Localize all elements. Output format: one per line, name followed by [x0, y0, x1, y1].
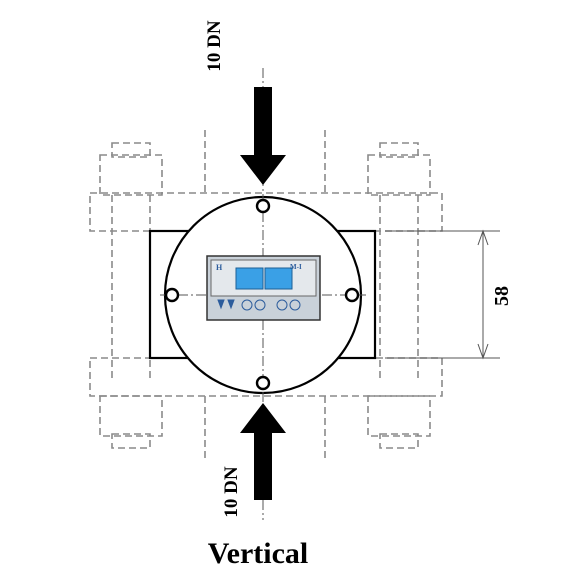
button-icon-2	[254, 299, 266, 311]
right-top-nut-cap	[379, 142, 419, 158]
arrow-down-icon	[217, 299, 225, 310]
arrow-down-icon-2	[227, 299, 235, 310]
dim-arrow-top	[477, 229, 489, 246]
dimension-58	[385, 229, 500, 360]
left-top-nut-cap	[111, 142, 151, 158]
display-panel: H M-I	[206, 255, 321, 321]
dimension-label: 58	[491, 286, 513, 306]
display-screen-right	[264, 267, 293, 290]
flow-arrows	[240, 87, 286, 500]
flow-arrow-down	[240, 87, 286, 185]
flow-arrow-up	[240, 403, 286, 500]
head-screws	[164, 198, 360, 391]
screw-right	[344, 287, 360, 303]
screw-bottom	[255, 375, 271, 391]
screw-left	[164, 287, 180, 303]
left-top-nut	[99, 154, 163, 196]
button-icon-1	[241, 299, 253, 311]
display-mark-right: M-I	[290, 263, 302, 271]
left-bottom-nut	[99, 395, 163, 437]
display-icon-row	[217, 299, 301, 311]
display-mark-left: H	[216, 263, 223, 272]
right-bottom-nut	[367, 395, 431, 437]
left-bottom-nut-cap	[111, 433, 151, 449]
screw-top	[255, 198, 271, 214]
right-bottom-nut-cap	[379, 433, 419, 449]
flow-label-top: 10 DN	[204, 20, 225, 71]
display-screen-left	[235, 267, 264, 290]
button-icon-3	[276, 299, 288, 311]
button-icon-4	[289, 299, 301, 311]
flow-label-bottom: 10 DN	[221, 466, 242, 517]
right-top-nut	[367, 154, 431, 196]
dim-arrow-bottom	[477, 343, 489, 360]
orientation-label: Vertical	[208, 537, 309, 570]
